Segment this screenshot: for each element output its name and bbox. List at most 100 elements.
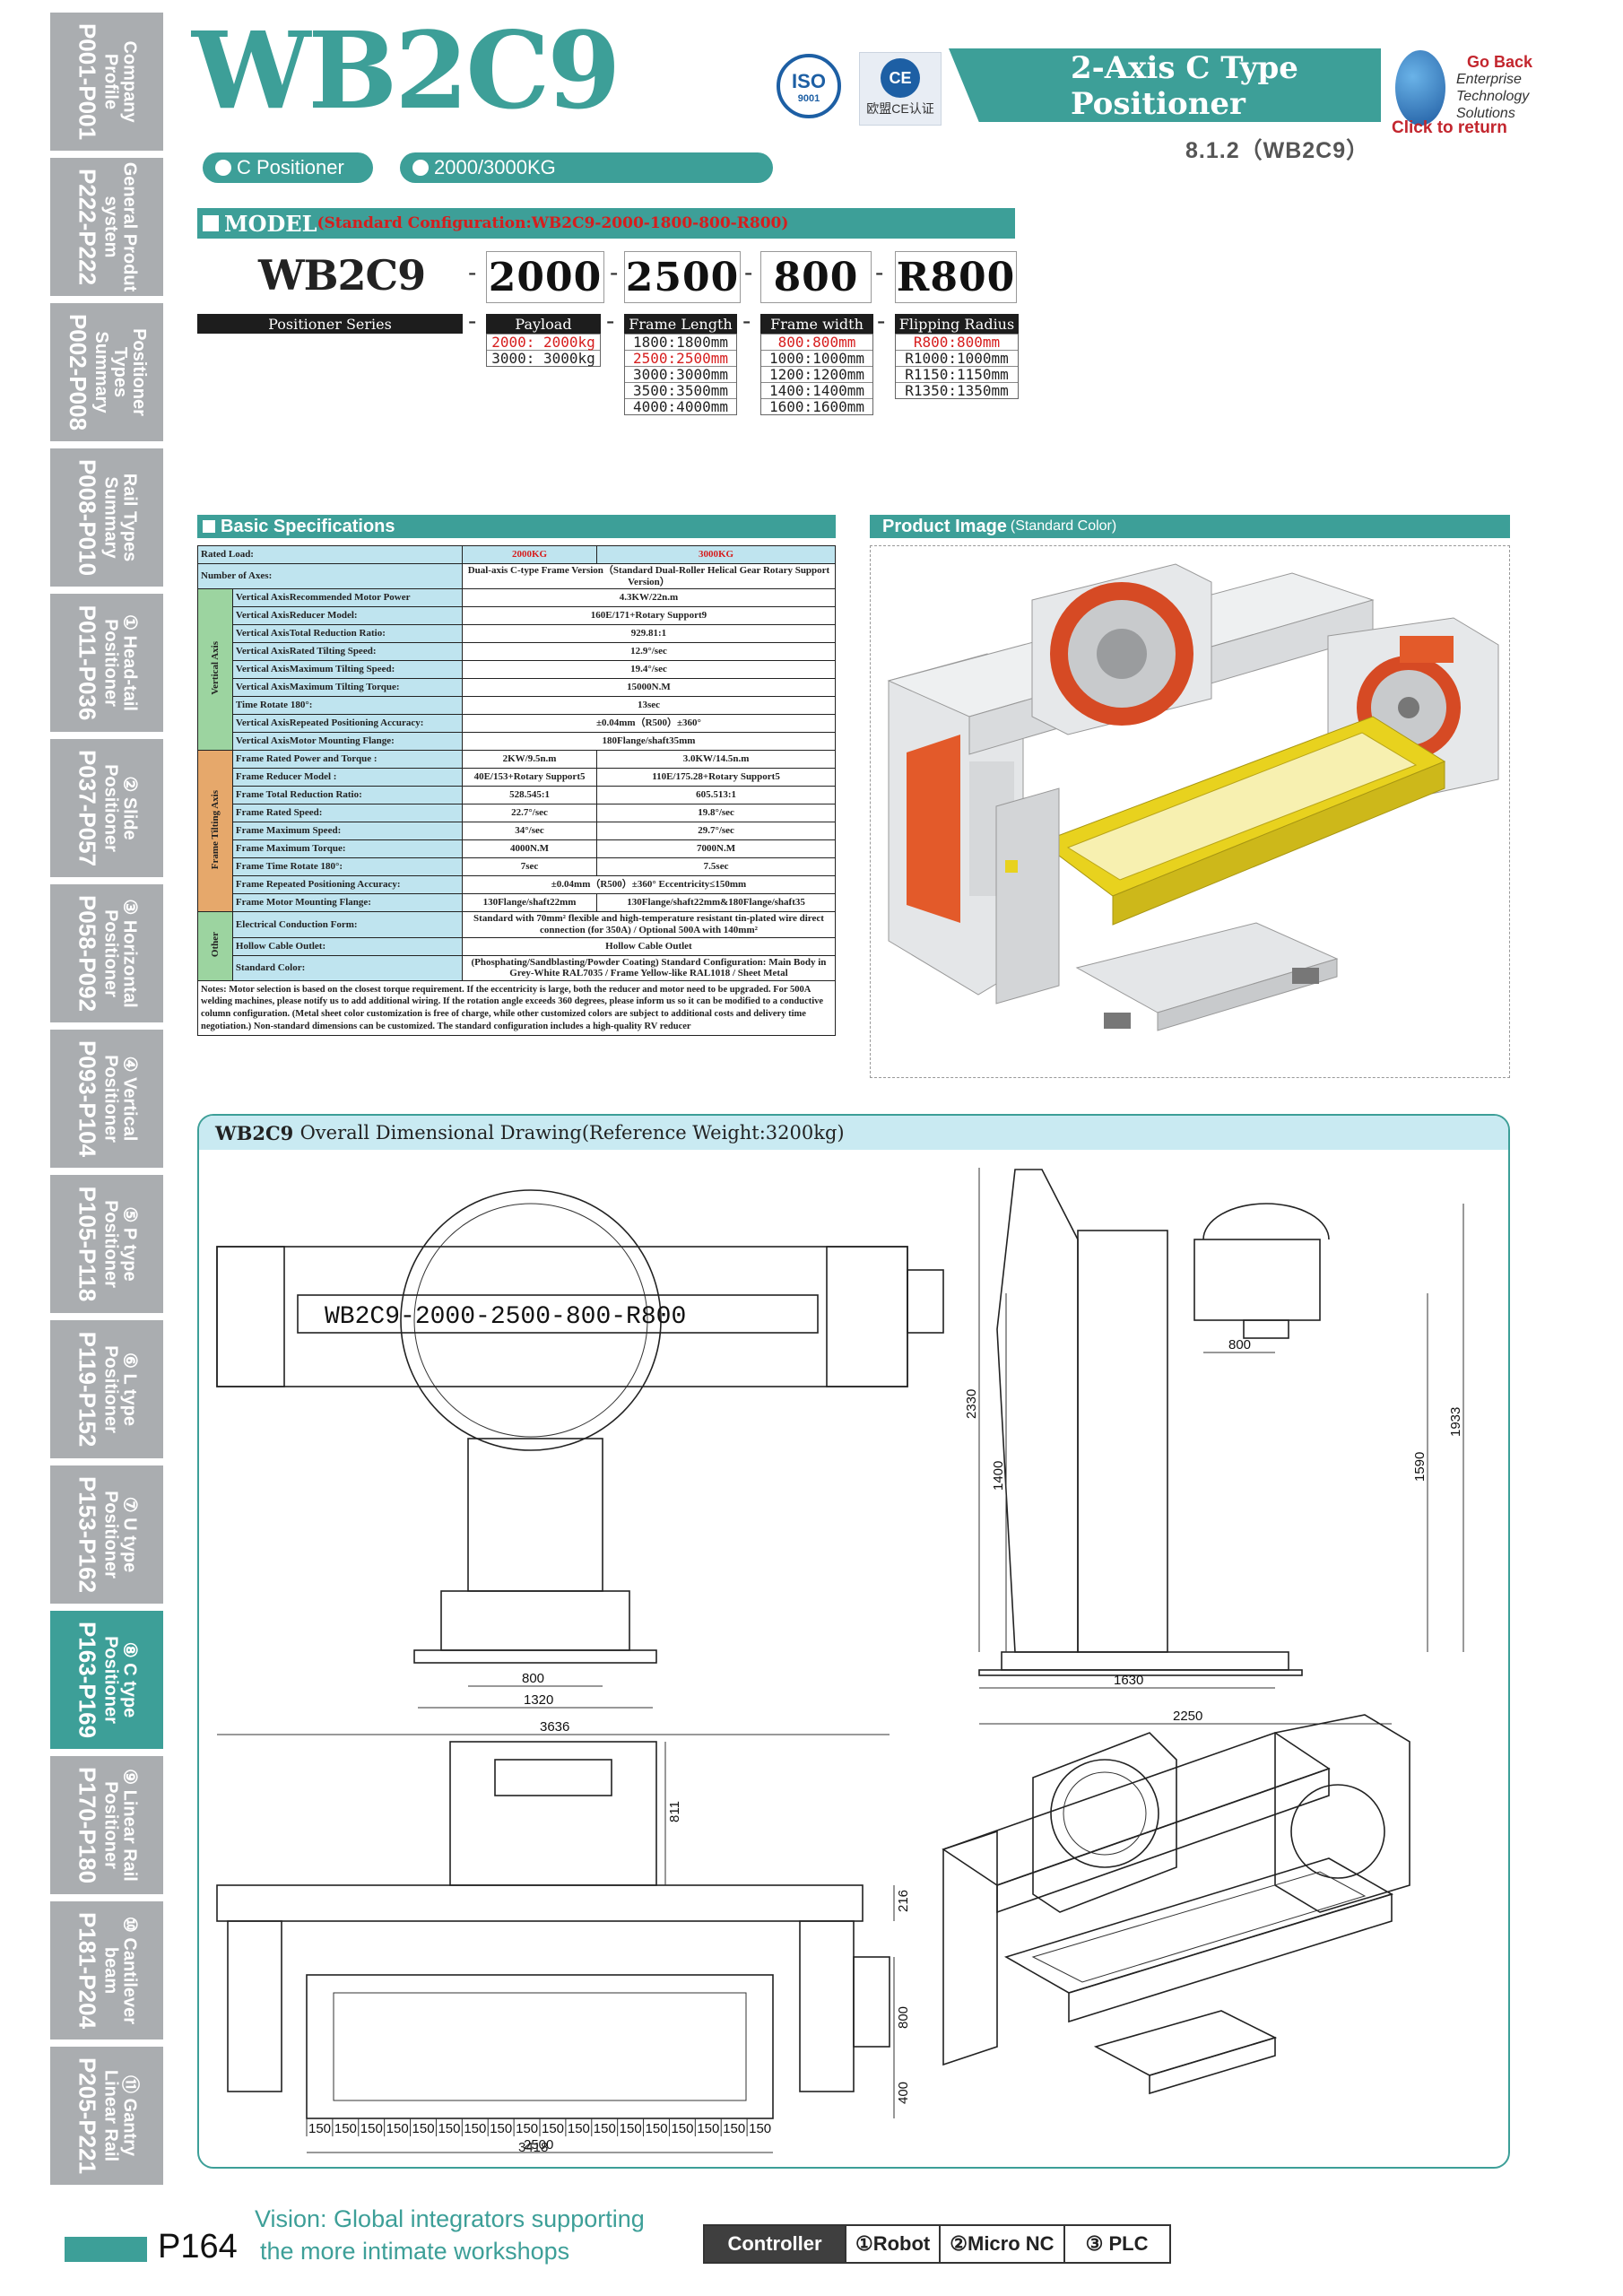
spec-value: 34°/sec bbox=[461, 822, 598, 841]
sidebar-tab-pages: P011-P036 bbox=[74, 604, 101, 721]
dim-front-1: 800 bbox=[522, 1671, 544, 1686]
spec-group-label: Vertical Axis bbox=[209, 641, 221, 695]
dim-side-1: 2330 bbox=[964, 1389, 979, 1419]
model-heading-label: MODEL bbox=[224, 210, 317, 237]
option-item: 1000:1000mm bbox=[761, 350, 872, 367]
product-image-heading: Product Image (Standard Color) bbox=[870, 515, 1510, 538]
spec-value: 2000KG bbox=[461, 545, 598, 564]
option-item: 2000: 2000kg bbox=[487, 334, 600, 351]
spec-label: Vertical AxisRecommended Motor Power bbox=[231, 588, 463, 608]
spec-notes: Notes: Motor selection is based on the c… bbox=[197, 979, 836, 1037]
option-item: 1600:1600mm bbox=[761, 398, 872, 415]
go-back-link[interactable]: Go Back Enterprise Technology Solutions bbox=[1456, 53, 1533, 122]
spec-value: 605.513:1 bbox=[596, 786, 836, 805]
sidebar-tab-pages: P205-P221 bbox=[74, 2057, 101, 2175]
sidebar-tab-pages: P119-P152 bbox=[74, 1331, 101, 1448]
controller-micro-nc[interactable]: ②Micro NC bbox=[939, 2226, 1063, 2262]
product-image bbox=[870, 545, 1510, 1078]
option-item: 3000: 3000kg bbox=[487, 350, 600, 367]
drawing-title: Overall Dimensional Drawing(Reference We… bbox=[299, 1122, 845, 1144]
spec-value: 130Flange/shaft22mm&180Flange/shaft35 bbox=[596, 893, 836, 913]
option-item: R1150:1150mm bbox=[896, 366, 1018, 383]
spec-value: 528.545:1 bbox=[461, 786, 598, 805]
pitch-dim: 150 bbox=[723, 2121, 745, 2136]
spec-label: Electrical Conduction Form: bbox=[231, 911, 463, 938]
dim-top-3: 800 bbox=[896, 2006, 911, 2029]
pitch-dim: 150 bbox=[464, 2121, 486, 2136]
option-item: 3000:3000mm bbox=[625, 366, 736, 383]
pitch-dim: 150 bbox=[490, 2121, 512, 2136]
controller-bar: Controller ①Robot ②Micro NC ③ PLC bbox=[703, 2224, 1171, 2264]
spec-value: Standard with 70mm² flexible and high-te… bbox=[461, 911, 837, 938]
spec-value: Hollow Cable Outlet bbox=[461, 936, 837, 956]
spec-label: Frame Repeated Positioning Accuracy: bbox=[231, 875, 463, 895]
pitch-dim: 150 bbox=[542, 2121, 564, 2136]
dim-side-2: 1400 bbox=[991, 1461, 1006, 1491]
spec-value: 2KW/9.5n.m bbox=[461, 750, 598, 770]
spec-label: Vertical AxisTotal Reduction Ratio: bbox=[231, 624, 463, 644]
dash: - bbox=[610, 258, 619, 286]
spec-value: 15000N.M bbox=[461, 678, 837, 698]
sidebar-tab-name: ⑦ U type Positioner bbox=[100, 1491, 140, 1578]
sidebar-tab-name: Positioner Types Summary bbox=[91, 328, 150, 416]
option-item: R1350:1350mm bbox=[896, 382, 1018, 399]
controller-label: Controller bbox=[705, 2226, 845, 2262]
spec-label: Vertical AxisMaximum Tilting Speed: bbox=[231, 660, 463, 680]
dim-front-2: 1320 bbox=[524, 1692, 553, 1708]
page-bar bbox=[65, 2237, 147, 2262]
globe-icon[interactable] bbox=[1395, 50, 1445, 126]
spec-value: 19.8°/sec bbox=[596, 804, 836, 823]
positioner-render bbox=[887, 563, 1499, 1031]
pitch-dim: 150 bbox=[749, 2121, 771, 2136]
option-item: 3500:3500mm bbox=[625, 382, 736, 399]
click-to-return-link[interactable]: Click to return bbox=[1392, 118, 1507, 137]
sidebar-tab-name: ① Head-tail Positioner bbox=[100, 614, 140, 711]
sidebar-tab-pages: P105-P118 bbox=[74, 1186, 101, 1302]
spec-label: Frame Maximum Speed: bbox=[231, 822, 463, 841]
controller-robot[interactable]: ①Robot bbox=[845, 2226, 939, 2262]
dim-side-5: 1933 bbox=[1448, 1407, 1463, 1437]
sidebar-tab-pages: P163-P169 bbox=[74, 1621, 101, 1739]
pitch-dim: 150 bbox=[620, 2121, 642, 2136]
sidebar-tab-name: Company Profile bbox=[100, 40, 140, 123]
spec-label: Frame Maximum Torque: bbox=[231, 839, 463, 859]
spec-group: Other bbox=[197, 911, 233, 981]
controller-plc[interactable]: ③ PLC bbox=[1063, 2226, 1169, 2262]
spec-group: Vertical Axis bbox=[197, 588, 233, 752]
spec-label: Vertical AxisRepeated Positioning Accura… bbox=[231, 714, 463, 734]
spec-group-label: Other bbox=[209, 932, 221, 958]
spec-label: Vertical AxisReducer Model: bbox=[231, 606, 463, 626]
spec-label: Frame Rated Power and Torque : bbox=[231, 750, 463, 770]
spec-label: Hollow Cable Outlet: bbox=[231, 936, 463, 956]
product-image-sub: (Standard Color) bbox=[1010, 518, 1117, 534]
dim-side-3: 800 bbox=[1228, 1337, 1251, 1352]
sidebar-tab-pages: P153-P162 bbox=[74, 1475, 101, 1594]
spec-value: 3.0KW/14.5n.m bbox=[596, 750, 836, 770]
spec-label: Vertical AxisMaximum Tilting Torque: bbox=[231, 678, 463, 698]
sidebar-tab-name: Rail Types Summary bbox=[100, 473, 140, 562]
